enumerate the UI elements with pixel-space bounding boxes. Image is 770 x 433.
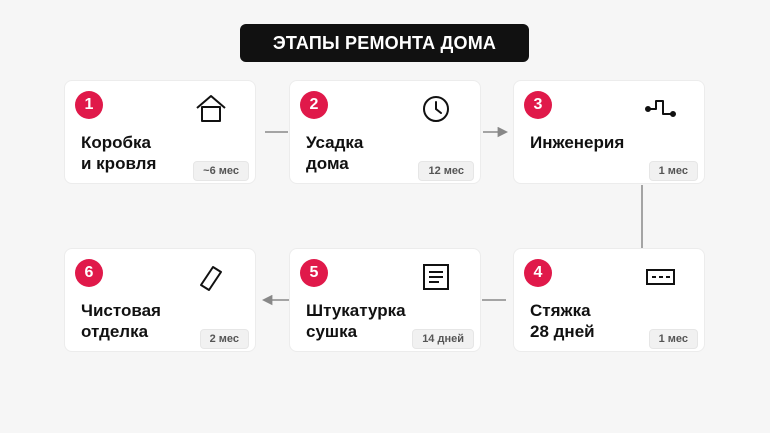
document-lines-icon: [419, 260, 453, 294]
step-number-badge: 1: [75, 91, 103, 119]
step-number-badge: 3: [524, 91, 552, 119]
clock-icon: [419, 92, 453, 126]
duration-badge: 2 мес: [199, 329, 249, 349]
tile-icon: [194, 260, 228, 294]
step-number-badge: 4: [524, 259, 552, 287]
step-card-3: 3 Инженерия 1 мес: [513, 80, 705, 184]
house-icon: [194, 92, 228, 126]
duration-badge: ~6 мес: [193, 161, 249, 181]
step-number-badge: 5: [300, 259, 328, 287]
duration-badge: 1 мес: [648, 161, 698, 181]
duration-badge: 12 мес: [418, 161, 474, 181]
duration-badge: 1 мес: [648, 329, 698, 349]
step-label: Инженерия: [530, 133, 625, 152]
step-number-badge: 2: [300, 91, 328, 119]
screed-icon: [643, 260, 677, 294]
step-number-badge: 6: [75, 259, 103, 287]
diagram-title: ЭТАПЫ РЕМОНТА ДОМА: [240, 24, 529, 62]
pipe-icon: [643, 92, 677, 126]
duration-badge: 14 дней: [412, 329, 474, 349]
